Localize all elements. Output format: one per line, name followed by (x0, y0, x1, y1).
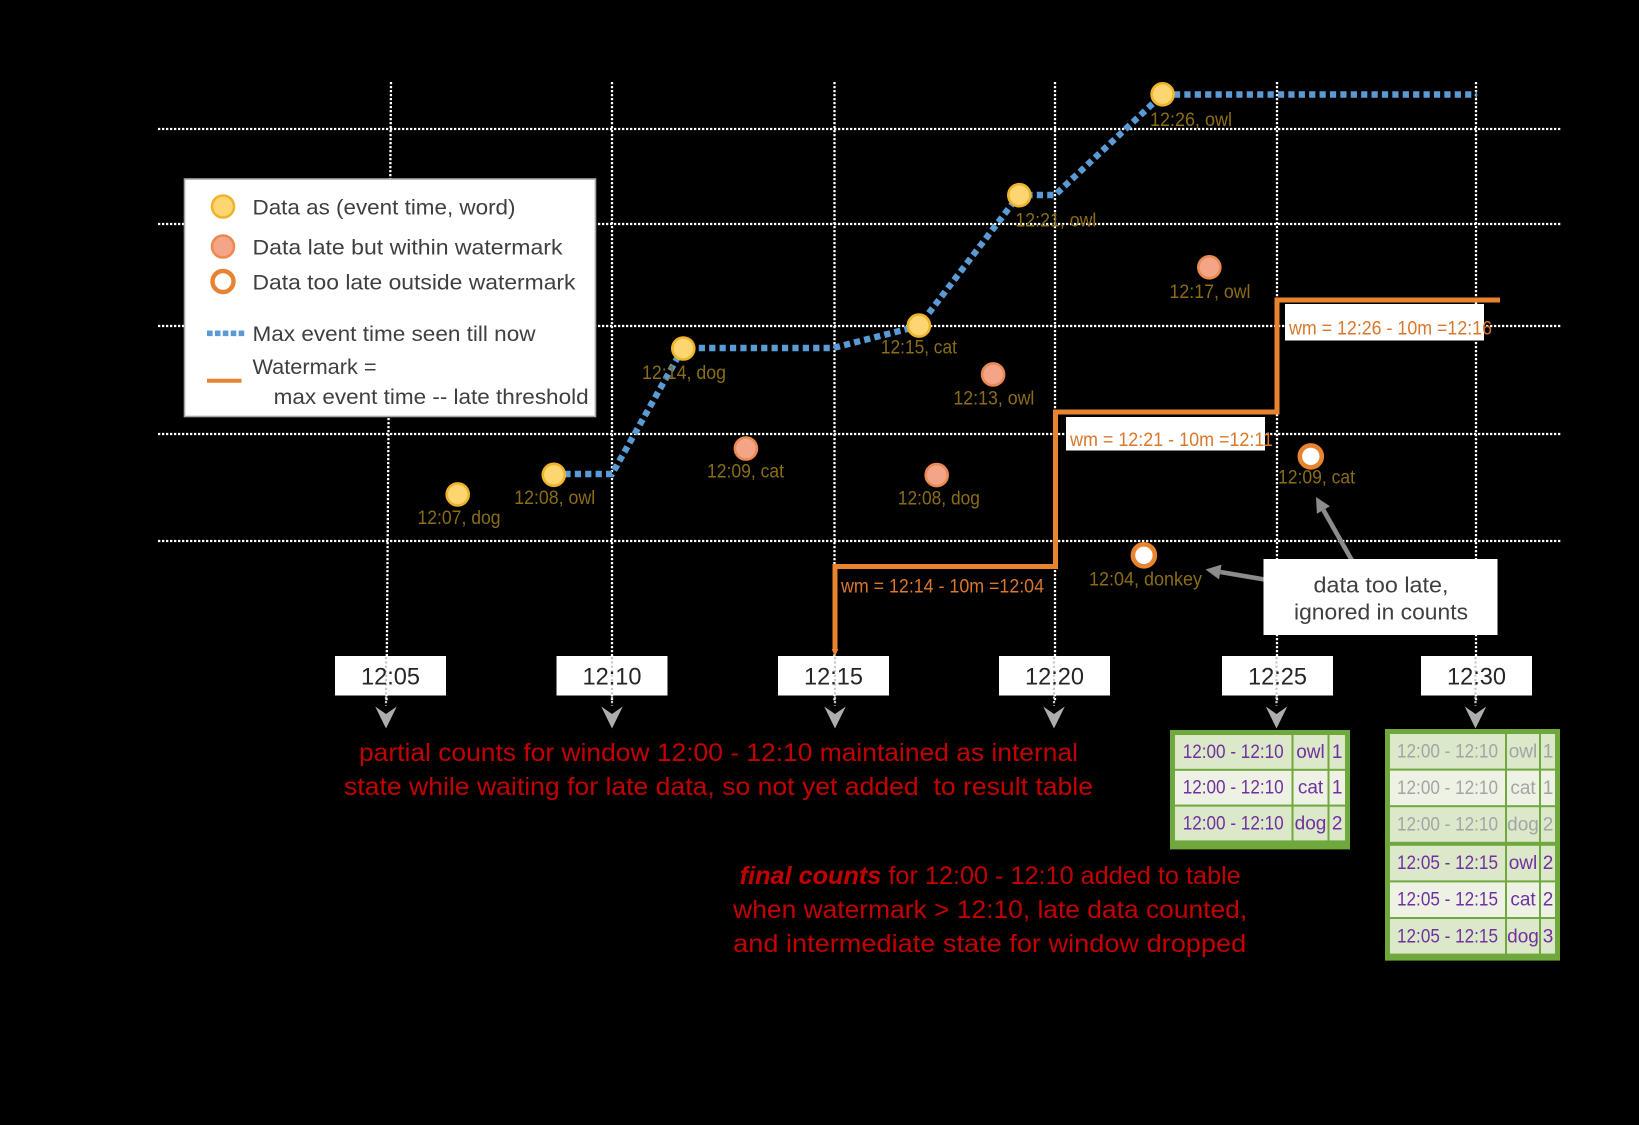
svg-text:12:13, owl: 12:13, owl (953, 388, 1034, 409)
svg-text:12:00 - 12:10: 12:00 - 12:10 (1183, 742, 1284, 763)
svg-text:final counts for 12:00 - 12:10: final counts for 12:00 - 12:10 added to … (740, 862, 1241, 890)
svg-text:Data late but within watermark: Data late but within watermark (253, 236, 563, 260)
svg-text:max event time -- late thresho: max event time -- late threshold (274, 385, 589, 409)
svg-text:3: 3 (1543, 926, 1554, 947)
svg-text:owl: owl (1509, 853, 1538, 874)
svg-text:12:15: 12:15 (804, 664, 863, 691)
svg-text:12:20: 12:20 (1025, 664, 1084, 691)
svg-text:dog: dog (1507, 815, 1539, 836)
svg-text:12:09, cat: 12:09, cat (1278, 468, 1356, 489)
svg-text:1: 1 (1332, 742, 1343, 763)
svg-text:partial counts for window 12:0: partial counts for window 12:00 - 12:10 … (359, 739, 1078, 767)
svg-text:data too late,: data too late, (1314, 573, 1449, 598)
svg-text:1: 1 (1543, 741, 1554, 762)
svg-text:12:08, dog: 12:08, dog (898, 488, 980, 509)
svg-text:12:08, owl: 12:08, owl (514, 488, 595, 509)
svg-text:owl: owl (1509, 741, 1538, 762)
svg-text:Watermark =: Watermark = (253, 355, 377, 379)
svg-text:12:05 - 12:15: 12:05 - 12:15 (1397, 853, 1498, 874)
svg-text:12:07, dog: 12:07, dog (418, 508, 501, 529)
svg-text:owl: owl (1296, 742, 1325, 763)
svg-text:when watermark > 12:10, late d: when watermark > 12:10, late data counte… (732, 896, 1247, 924)
svg-text:12:00 - 12:10: 12:00 - 12:10 (1397, 778, 1498, 799)
svg-text:cat: cat (1510, 890, 1536, 911)
svg-text:12:00 - 12:10: 12:00 - 12:10 (1397, 741, 1498, 762)
svg-text:12:00 - 12:10: 12:00 - 12:10 (1183, 778, 1284, 799)
svg-text:12:00 - 12:10: 12:00 - 12:10 (1397, 815, 1498, 836)
svg-text:12:15, cat: 12:15, cat (881, 338, 958, 359)
svg-text:2: 2 (1543, 815, 1554, 836)
svg-text:12:09, cat: 12:09, cat (707, 461, 785, 482)
svg-text:cat: cat (1510, 778, 1536, 799)
svg-text:12:10: 12:10 (583, 664, 642, 691)
svg-text:wm = 12:14 - 10m =12:04: wm = 12:14 - 10m =12:04 (840, 577, 1044, 598)
svg-text:1: 1 (1332, 778, 1343, 799)
svg-text:2: 2 (1543, 853, 1554, 874)
svg-text:cat: cat (1298, 778, 1324, 799)
svg-text:and intermediate state for win: and intermediate state for window droppe… (733, 930, 1246, 958)
svg-text:wm = 12:26 - 10m =12:16: wm = 12:26 - 10m =12:16 (1288, 319, 1492, 340)
svg-text:12:17, owl: 12:17, owl (1170, 282, 1251, 303)
svg-text:12:05 - 12:15: 12:05 - 12:15 (1397, 890, 1498, 911)
svg-text:12:30: 12:30 (1447, 664, 1506, 691)
svg-text:12:05: 12:05 (361, 664, 420, 691)
svg-text:1: 1 (1543, 778, 1554, 799)
svg-text:12:26, owl: 12:26, owl (1150, 110, 1232, 131)
svg-text:12:14, dog: 12:14, dog (642, 363, 726, 384)
svg-text:12:00 - 12:10: 12:00 - 12:10 (1183, 814, 1284, 835)
svg-text:state while waiting for late d: state while waiting for late data, so no… (344, 773, 1093, 801)
svg-text:dog: dog (1295, 814, 1327, 835)
svg-text:12:04, donkey: 12:04, donkey (1089, 570, 1202, 591)
svg-text:wm = 12:21 - 10m =12:11: wm = 12:21 - 10m =12:11 (1069, 430, 1273, 451)
svg-text:2: 2 (1543, 890, 1554, 911)
svg-text:dog: dog (1507, 926, 1539, 947)
svg-text:12:25: 12:25 (1248, 664, 1307, 691)
svg-text:Max event time seen till now: Max event time seen till now (253, 322, 536, 346)
svg-text:Data too late outside watermar: Data too late outside watermark (253, 271, 576, 295)
svg-text:Data as (event time, word): Data as (event time, word) (253, 196, 516, 220)
svg-text:ignored in counts: ignored in counts (1294, 600, 1468, 625)
svg-text:2: 2 (1332, 814, 1343, 835)
svg-text:12:21, owl: 12:21, owl (1015, 210, 1096, 231)
svg-text:12:05 - 12:15: 12:05 - 12:15 (1397, 926, 1498, 947)
